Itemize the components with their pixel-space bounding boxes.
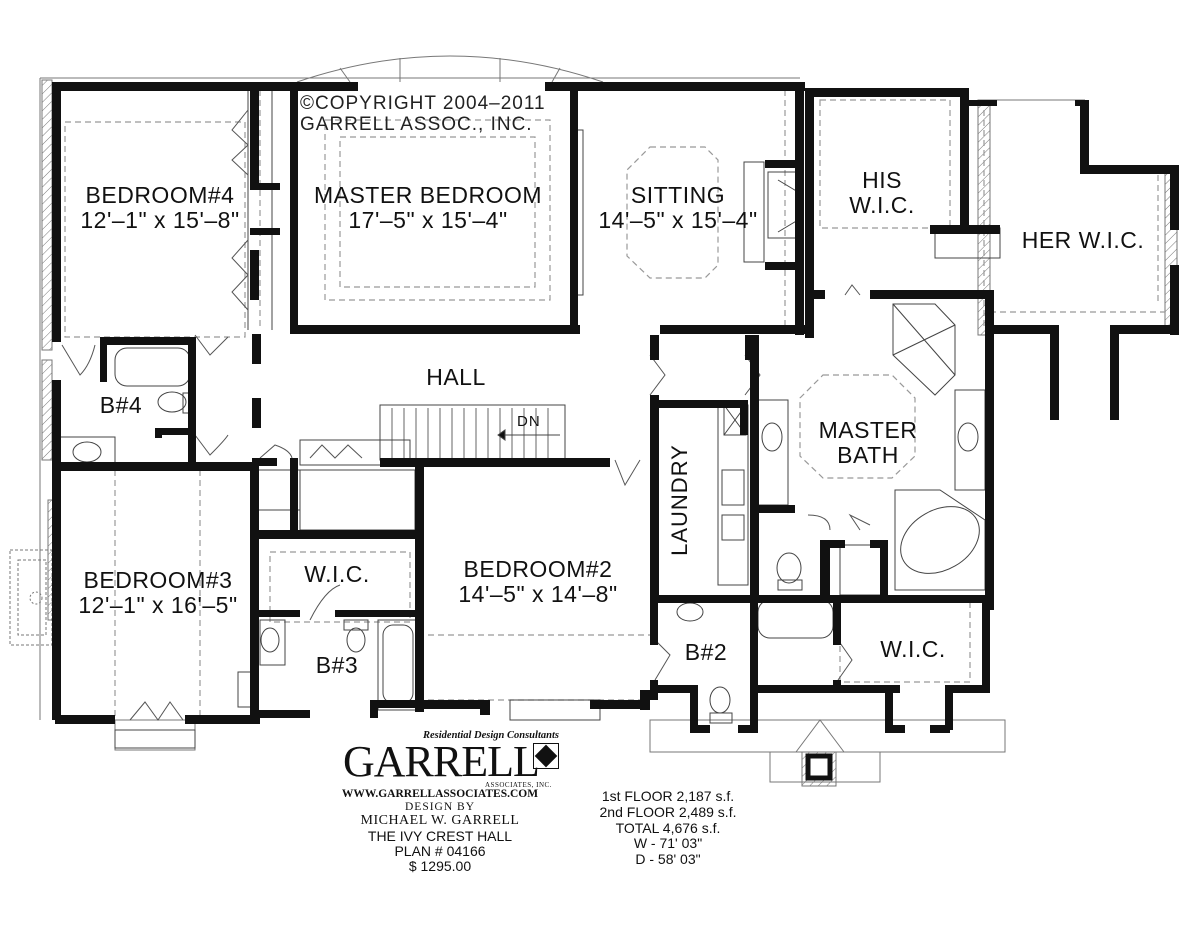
room-hall: HALL bbox=[426, 365, 486, 390]
room-sitting: SITTING 14'–5" x 15'–4" bbox=[598, 183, 757, 233]
website-text: WWW.GARRELLASSOCIATES.COM bbox=[341, 788, 539, 800]
room-her-wic: HER W.I.C. bbox=[1022, 228, 1145, 253]
room-name: MASTER BEDROOM bbox=[313, 182, 543, 208]
room-subtitle: W.I.C. bbox=[849, 191, 915, 218]
plan-price: $ 1295.00 bbox=[408, 858, 472, 875]
room-bedroom-2: BEDROOM#2 14'–5" x 14'–8" bbox=[458, 557, 617, 607]
total-area: TOTAL 4,676 s.f. bbox=[615, 819, 721, 836]
room-name: W.I.C. bbox=[880, 636, 946, 662]
room-laundry: LAUNDRY bbox=[667, 444, 692, 556]
room-master-bedroom: MASTER BEDROOM 17'–5" x 15'–4" bbox=[314, 183, 542, 233]
first-floor-area: 1st FLOOR 2,187 s.f. bbox=[601, 788, 735, 804]
room-dimensions: 17'–5" x 15'–4" bbox=[348, 206, 508, 233]
room-dimensions: 12'–1" x 15'–8" bbox=[80, 206, 240, 233]
room-wic-bedroom-3: W.I.C. bbox=[304, 562, 370, 587]
room-dimensions: 14'–5" x 14'–8" bbox=[458, 580, 618, 607]
designer-name: MICHAEL W. GARRELL bbox=[360, 813, 520, 829]
second-floor-area: 2nd FLOOR 2,489 s.f. bbox=[599, 803, 737, 820]
logo-subtitle: ASSOCIATES, INC. bbox=[485, 781, 552, 789]
diamond-icon bbox=[533, 743, 559, 769]
room-dimensions: 12'–1" x 16'–5" bbox=[78, 591, 238, 618]
room-name: BEDROOM#3 bbox=[83, 567, 233, 593]
room-name: B#2 bbox=[684, 639, 728, 665]
copyright-line-1: ©COPYRIGHT 2004–2011 bbox=[300, 93, 546, 114]
copyright-line-2: GARRELL ASSOC., INC. bbox=[300, 113, 533, 135]
room-bath-3: B#3 bbox=[316, 653, 358, 678]
room-name: MASTER bbox=[818, 417, 918, 443]
room-name: B#3 bbox=[315, 652, 359, 678]
room-name: W.I.C. bbox=[304, 561, 370, 587]
plan-name: THE IVY CREST HALL bbox=[367, 827, 513, 844]
room-name: HER W.I.C. bbox=[1021, 227, 1145, 253]
room-bath-2: B#2 bbox=[685, 640, 727, 665]
room-subtitle: BATH bbox=[837, 441, 899, 468]
room-name: SITTING bbox=[630, 182, 726, 208]
room-wic-master: W.I.C. bbox=[880, 637, 946, 662]
room-dimensions: 14'–5" x 15'–4" bbox=[598, 206, 758, 233]
copyright-notice: ©COPYRIGHT 2004–2011 GARRELL ASSOC., INC… bbox=[300, 93, 546, 135]
square-footage-stats: 1st FLOOR 2,187 s.f. 2nd FLOOR 2,489 s.f… bbox=[599, 788, 737, 868]
room-name: HIS bbox=[862, 167, 902, 193]
house-depth: D - 58' 03" bbox=[635, 851, 701, 868]
plan-credits: WWW.GARRELLASSOCIATES.COM DESIGN BY MICH… bbox=[342, 788, 538, 875]
house-width: W - 71' 03" bbox=[633, 835, 703, 852]
plan-number: PLAN # 04166 bbox=[394, 843, 486, 860]
room-name: BEDROOM#2 bbox=[463, 556, 613, 582]
logo-brand: GARRELL bbox=[343, 737, 540, 786]
stair-down-label: DN bbox=[517, 413, 541, 430]
room-name: HALL bbox=[426, 364, 486, 390]
logo-tagline: Residential Design Consultants bbox=[423, 730, 559, 741]
design-by-text: DESIGN BY bbox=[404, 800, 475, 813]
room-master-bath: MASTER BATH bbox=[819, 418, 918, 468]
room-name: B#4 bbox=[99, 392, 143, 418]
room-his-wic: HIS W.I.C. bbox=[849, 168, 915, 218]
room-bath-4: B#4 bbox=[100, 393, 142, 418]
room-bedroom-4: BEDROOM#4 12'–1" x 15'–8" bbox=[80, 183, 239, 233]
room-bedroom-3: BEDROOM#3 12'–1" x 16'–5" bbox=[78, 568, 237, 618]
room-name: BEDROOM#4 bbox=[85, 182, 235, 208]
